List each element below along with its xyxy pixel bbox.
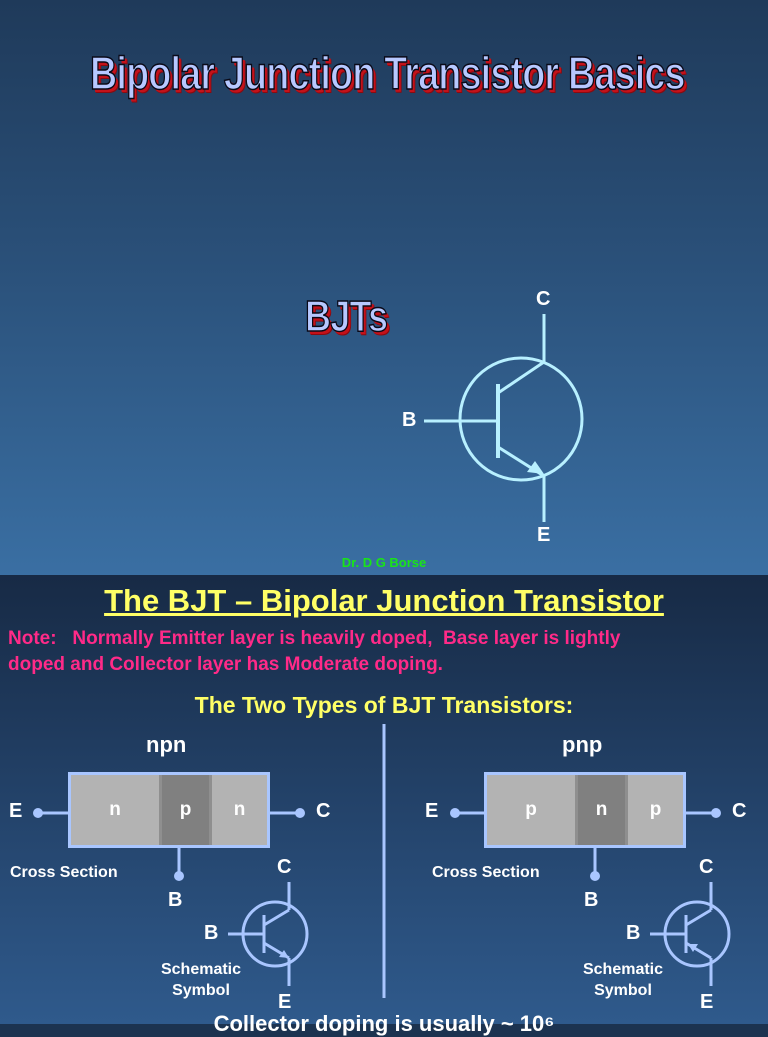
collector-line bbox=[497, 360, 545, 395]
npn-base-label: B bbox=[168, 889, 183, 911]
pnp-sym-e: E bbox=[700, 991, 714, 1013]
npn-base-layer: p bbox=[162, 775, 209, 845]
pnp-schematic-line1: Schematic bbox=[582, 961, 664, 978]
slide-1: Bipolar Junction Transistor Basics BJTs … bbox=[0, 0, 768, 575]
npn-emitter-layer: n bbox=[71, 775, 159, 845]
npn-schematic-line2: Symbol bbox=[172, 982, 230, 999]
npn-collector-terminal bbox=[295, 808, 305, 818]
bjt-symbol-large bbox=[424, 314, 584, 522]
author-credit: Dr. D G Borse bbox=[341, 555, 427, 570]
base-label: B bbox=[402, 409, 417, 431]
emitter-label: E bbox=[537, 524, 551, 546]
symbol-circle bbox=[458, 356, 584, 482]
pnp-schematic-symbol bbox=[650, 882, 731, 986]
npn-schematic-line1: Schematic bbox=[160, 961, 242, 978]
npn-collector-label: C bbox=[316, 800, 331, 822]
pnp-collector-layer: p bbox=[628, 775, 683, 845]
pnp-schematic-line2: Symbol bbox=[594, 982, 652, 999]
doping-note: Note: Normally Emitter layer is heavily … bbox=[8, 626, 758, 678]
pnp-base-layer: n bbox=[578, 775, 625, 845]
note-line-2: doped and Collector layer has Moderate d… bbox=[8, 654, 443, 675]
npn-base-terminal bbox=[174, 871, 184, 881]
pnp-emitter-label: E bbox=[425, 800, 439, 822]
npn-sym-e: E bbox=[278, 991, 292, 1013]
slide-subtitle: BJTs bbox=[304, 291, 388, 342]
pnp-emitter-layer: p bbox=[487, 775, 575, 845]
collector-label: C bbox=[536, 288, 551, 310]
note-line-1: Note: Normally Emitter layer is heavily … bbox=[8, 628, 621, 649]
npn-schematic-label: Schematic Symbol bbox=[150, 959, 252, 1001]
slide-heading: The BJT – Bipolar Junction Transistor bbox=[104, 583, 664, 618]
slide-title: Bipolar Junction Transistor Basics bbox=[89, 46, 686, 100]
npn-sym-b: B bbox=[204, 922, 219, 944]
npn-collector-layer: n bbox=[212, 775, 267, 845]
pnp-collector-label: C bbox=[732, 800, 747, 822]
types-subheading: The Two Types of BJT Transistors: bbox=[194, 692, 574, 718]
pnp-label: pnp bbox=[562, 732, 603, 757]
npn-emitter-label: E bbox=[9, 800, 23, 822]
pnp-sym-c: C bbox=[699, 856, 714, 878]
npn-cross-section-label: Cross Section bbox=[10, 864, 118, 881]
npn-arrow-icon bbox=[279, 950, 289, 958]
npn-schematic-symbol bbox=[228, 882, 309, 986]
emitter-arrow-icon bbox=[527, 461, 544, 474]
pnp-cross-section-label: Cross Section bbox=[432, 864, 540, 881]
pnp-sym-b: B bbox=[626, 922, 641, 944]
pnp-schematic-label: Schematic Symbol bbox=[572, 959, 674, 1001]
npn-label: npn bbox=[146, 732, 187, 757]
bottom-text-partial: Collector doping is usually ~ 10⁶ bbox=[213, 1011, 555, 1036]
pnp-arrow-icon bbox=[688, 944, 698, 952]
pnp-collector-terminal bbox=[711, 808, 721, 818]
npn-sym-c: C bbox=[277, 856, 292, 878]
pnp-base-label: B bbox=[584, 889, 599, 911]
pnp-base-terminal bbox=[590, 871, 600, 881]
